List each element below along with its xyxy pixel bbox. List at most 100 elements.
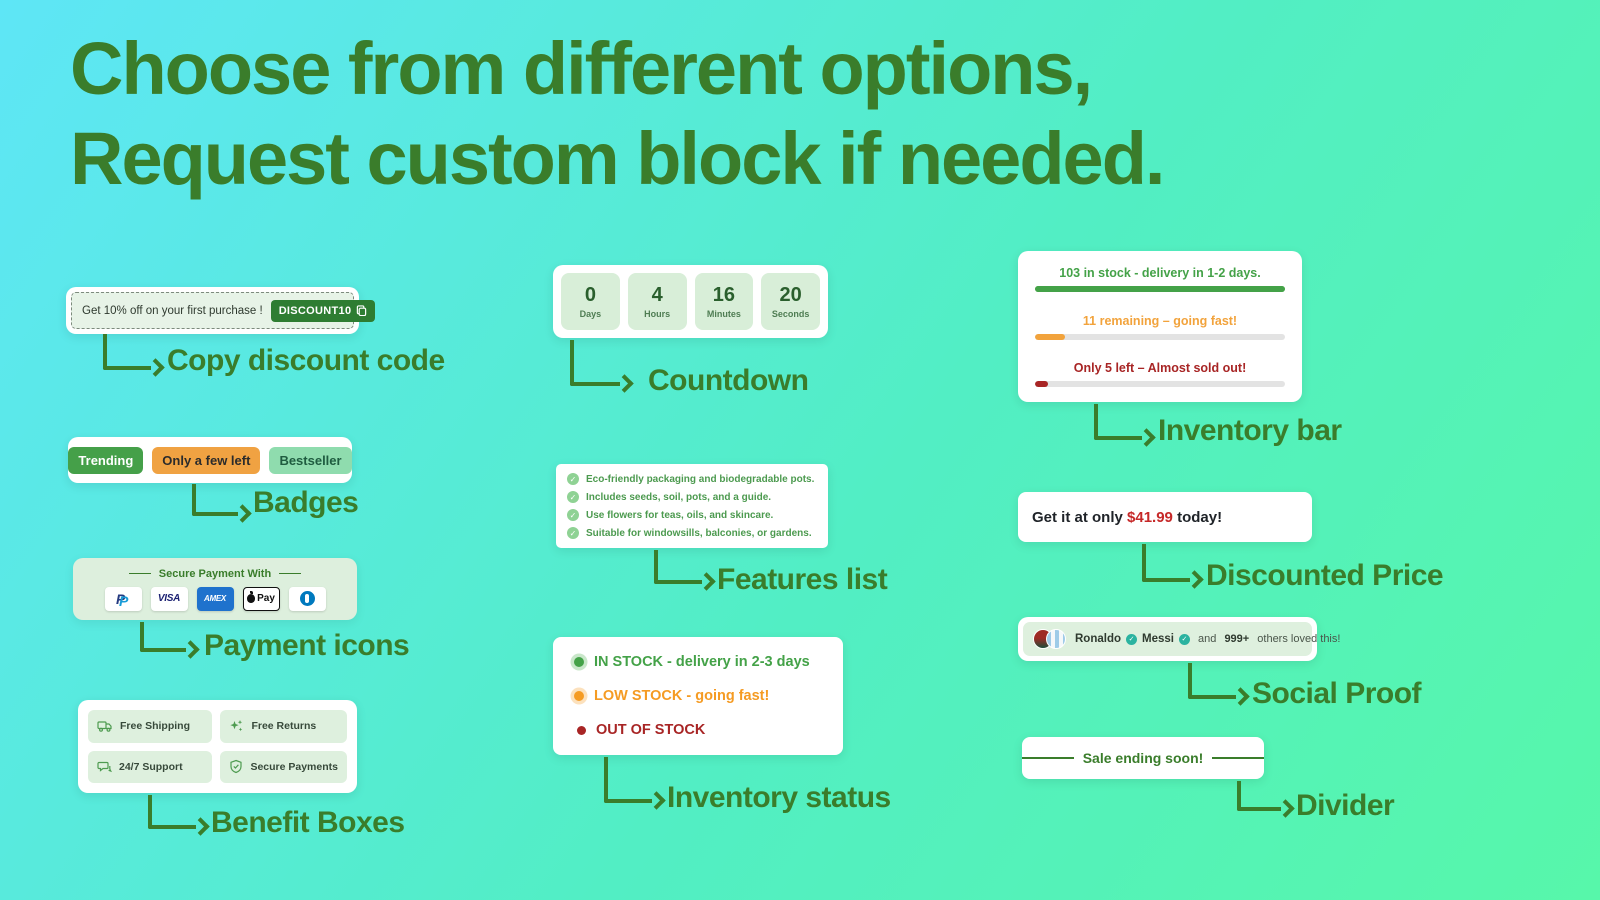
inventory-bar-row: Only 5 left – Almost sold out! xyxy=(1035,361,1285,387)
page-title-line2: Request custom block if needed. xyxy=(70,117,1165,201)
benefit-text: 24/7 Support xyxy=(119,760,183,773)
social-name: Ronaldo xyxy=(1075,633,1121,645)
status-row-low-stock: LOW STOCK - going fast! xyxy=(574,688,822,704)
inventory-bar-row: 103 in stock - delivery in 1-2 days. xyxy=(1035,266,1285,292)
social-proof-block: Ronaldo ✓ Messi ✓ and 999+ others loved … xyxy=(1018,617,1340,661)
countdown-tile-seconds: 20 Seconds xyxy=(761,273,820,330)
countdown-seconds-value: 20 xyxy=(779,284,802,306)
check-circle-icon: ✓ xyxy=(567,491,579,503)
countdown-days-unit: Days xyxy=(579,309,602,319)
label-payment-icons: Payment icons xyxy=(204,629,410,662)
discount-message: Get 10% off on your first purchase ! xyxy=(82,304,263,317)
check-circle-icon: ✓ xyxy=(567,509,579,521)
discount-code-value: DISCOUNT10 xyxy=(278,304,352,317)
price-suffix: today! xyxy=(1172,508,1223,526)
inventory-bar-track xyxy=(1035,286,1285,292)
label-divider: Divider xyxy=(1296,789,1395,822)
label-badges: Badges xyxy=(253,486,359,519)
truck-icon xyxy=(97,719,113,733)
social-rest: others loved this! xyxy=(1254,633,1341,645)
benefit-box-support: 24/7 Support xyxy=(88,750,213,783)
arrow-inventory-status xyxy=(604,757,652,803)
amex-icon: AMEX xyxy=(196,586,234,611)
badge-only-a-few-left: Only a few left xyxy=(152,446,261,474)
check-circle-icon: ✓ xyxy=(567,473,579,485)
diners-club-icon xyxy=(288,586,326,611)
benefit-boxes-block: Free Shipping Free Returns 24/7 Support … xyxy=(78,700,357,793)
countdown-hours-unit: Hours xyxy=(644,309,671,319)
inventory-bar-fill xyxy=(1035,286,1285,292)
inventory-bar-track xyxy=(1035,333,1285,340)
countdown-seconds-unit: Seconds xyxy=(771,309,810,319)
benefit-text: Secure Payments xyxy=(250,760,338,773)
social-proof-inner: Ronaldo ✓ Messi ✓ and 999+ others loved … xyxy=(1023,622,1340,656)
status-row-in-stock: IN STOCK - delivery in 2-3 days xyxy=(574,654,822,670)
check-circle-icon: ✓ xyxy=(567,527,579,539)
copy-icon xyxy=(356,305,367,316)
inventory-status-block: IN STOCK - delivery in 2-3 days LOW STOC… xyxy=(553,637,843,755)
arrow-social-proof xyxy=(1188,663,1236,699)
label-discounted-price: Discounted Price xyxy=(1206,559,1444,592)
avatar xyxy=(1046,629,1066,649)
verified-badge-icon: ✓ xyxy=(1126,633,1137,645)
label-inventory-bar: Inventory bar xyxy=(1158,414,1342,447)
feature-text: Includes seeds, soil, pots, and a guide. xyxy=(586,491,772,503)
divider-text: Sale ending soon! xyxy=(1082,750,1204,766)
badge-trending: Trending xyxy=(68,446,144,474)
divider-block: Sale ending soon! xyxy=(1022,737,1265,779)
badge-bestseller: Bestseller xyxy=(269,446,352,474)
arrow-inventory-bar xyxy=(1094,404,1142,440)
payment-title-row: Secure Payment With xyxy=(128,567,302,580)
social-count: 999+ xyxy=(1224,633,1250,645)
feature-text: Eco-friendly packaging and biodegradable… xyxy=(586,473,815,485)
countdown-tile-days: 0 Days xyxy=(561,273,620,330)
status-text: OUT OF STOCK xyxy=(596,722,706,738)
arrow-divider xyxy=(1237,781,1281,811)
dash-line xyxy=(128,572,151,575)
divider-line xyxy=(1212,757,1265,759)
feature-row: ✓ Includes seeds, soil, pots, and a guid… xyxy=(567,491,817,503)
price-amount: $41.99 xyxy=(1127,508,1173,526)
payment-icons-block: Secure Payment With P P VISA AMEX Pay xyxy=(73,558,357,620)
countdown-tile-hours: 4 Hours xyxy=(627,273,687,330)
divider-line xyxy=(1022,757,1074,759)
sparkles-icon xyxy=(229,719,244,733)
page-title: Choose from different options, Request c… xyxy=(70,24,1165,205)
red-dot-icon xyxy=(577,725,586,735)
benefit-box-free-shipping: Free Shipping xyxy=(88,710,213,743)
label-social-proof: Social Proof xyxy=(1252,677,1422,710)
discount-code-inner: Get 10% off on your first purchase ! DIS… xyxy=(71,292,376,329)
feature-text: Suitable for windowsills, balconies, or … xyxy=(586,527,812,539)
social-name: Messi xyxy=(1142,633,1174,645)
payment-methods-row: P P VISA AMEX Pay xyxy=(104,586,326,611)
countdown-days-value: 0 xyxy=(584,284,596,306)
inventory-bar-text: Only 5 left – Almost sold out! xyxy=(1073,361,1247,375)
inventory-bar-fill xyxy=(1035,381,1048,387)
label-inventory-status: Inventory status xyxy=(667,781,891,814)
label-countdown: Countdown xyxy=(648,364,809,397)
payment-title: Secure Payment With xyxy=(158,567,272,580)
chat-icon xyxy=(97,760,112,774)
inventory-bar-track xyxy=(1035,381,1285,387)
countdown-minutes-value: 16 xyxy=(712,284,735,306)
arrow-features-list xyxy=(654,550,702,584)
benefit-text: Free Returns xyxy=(251,720,317,733)
discounted-price-block: Get it at only $41.99 today! xyxy=(1018,492,1312,542)
arrow-countdown xyxy=(570,340,620,386)
visa-icon: VISA xyxy=(150,586,188,611)
inventory-bar-block: 103 in stock - delivery in 1-2 days. 11 … xyxy=(1018,251,1302,402)
status-row-out-of-stock: OUT OF STOCK xyxy=(574,722,822,738)
inventory-bar-text: 11 remaining – going fast! xyxy=(1082,313,1238,328)
status-text: LOW STOCK - going fast! xyxy=(594,688,770,704)
copy-discount-button[interactable]: DISCOUNT10 xyxy=(270,299,376,322)
countdown-minutes-unit: Minutes xyxy=(706,309,741,319)
countdown-tile-minutes: 16 Minutes xyxy=(694,273,754,330)
dash-line xyxy=(279,572,302,575)
page-title-line1: Choose from different options, xyxy=(70,27,1093,110)
price-prefix: Get it at only xyxy=(1032,508,1128,526)
arrow-badges xyxy=(192,484,238,516)
feature-row: ✓ Suitable for windowsills, balconies, o… xyxy=(567,527,817,539)
avatar-group xyxy=(1033,629,1066,649)
inventory-bar-text: 103 in stock - delivery in 1-2 days. xyxy=(1059,266,1261,280)
countdown-hours-value: 4 xyxy=(651,284,663,306)
